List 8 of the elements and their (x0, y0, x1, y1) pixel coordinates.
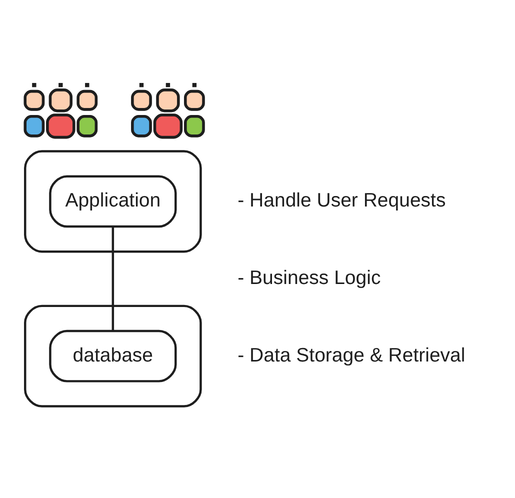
cluster (24, 150, 202, 252)
label: - Business Logic (238, 266, 381, 288)
node-box: Application (49, 174, 177, 228)
label: - Handle User Requests (238, 189, 446, 212)
node-box: database (49, 329, 177, 382)
label: - Data Storage & Retrieval (238, 344, 466, 366)
connector (112, 226, 114, 330)
cluster (24, 304, 202, 407)
